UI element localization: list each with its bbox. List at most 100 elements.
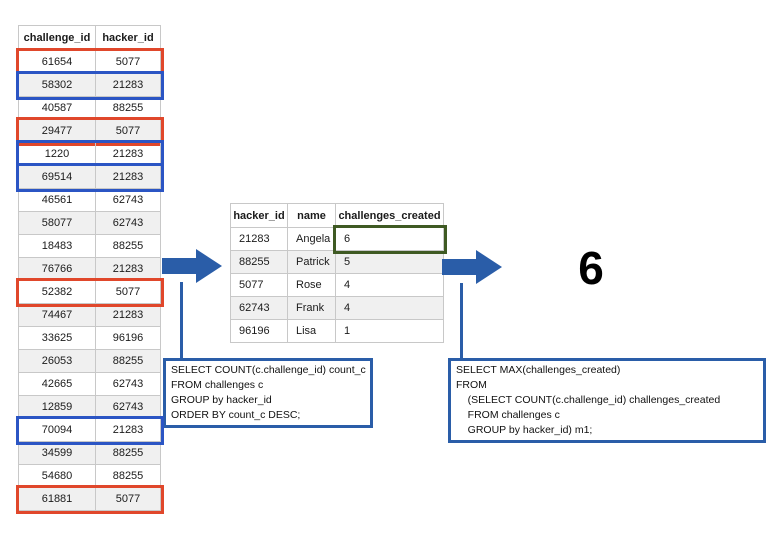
table-cell: Rose (288, 274, 336, 297)
table-cell: 62743 (96, 373, 161, 396)
table-cell: 5 (336, 251, 444, 274)
table-cell: 21283 (96, 304, 161, 327)
column-header: challenge_id (19, 26, 96, 51)
table-cell: Angela (288, 228, 336, 251)
table-cell: 58077 (19, 212, 96, 235)
table-cell: 69514 (19, 166, 96, 189)
table-cell: 88255 (96, 465, 161, 488)
table-cell: 5077 (96, 51, 161, 74)
table-cell: 6 (333, 225, 447, 254)
table-cell: 21283 (96, 143, 161, 166)
table-cell: 74467 (19, 304, 96, 327)
table-cell: 58302 (19, 74, 96, 97)
table-cell: 33625 (19, 327, 96, 350)
table-cell: 5077 (96, 281, 161, 304)
table-cell: 61654 (19, 51, 96, 74)
sql-code-line: GROUP by hacker_id) m1; (456, 424, 593, 436)
table-cell: Frank (288, 297, 336, 320)
table-cell: 62743 (231, 297, 288, 320)
sql-code-line: FROM challenges c (456, 409, 560, 421)
table-cell: 1 (336, 320, 444, 343)
table-cell: 21283 (231, 228, 288, 251)
flow-arrow-icon (162, 249, 222, 283)
column-header: hacker_id (96, 26, 161, 51)
table-cell: 88255 (96, 235, 161, 258)
table-cell: 21283 (96, 419, 161, 442)
table-cell: 21283 (96, 74, 161, 97)
sql-code-line: SELECT MAX(challenges_created) (456, 364, 621, 376)
table-cell: 1220 (19, 143, 96, 166)
sql-code-line: ORDER BY count_c DESC; (171, 409, 301, 421)
column-header: name (288, 204, 336, 228)
table-cell: 70094 (19, 419, 96, 442)
table-cell: 61881 (19, 488, 96, 511)
connector-line (460, 283, 463, 358)
table-cell: 18483 (19, 235, 96, 258)
table-cell: 88255 (96, 442, 161, 465)
table-cell: 62743 (96, 212, 161, 235)
flow-arrow-icon (442, 250, 502, 284)
table-cell: 26053 (19, 350, 96, 373)
table-cell: 62743 (96, 189, 161, 212)
table-cell: 34599 (19, 442, 96, 465)
table-cell: 21283 (96, 166, 161, 189)
table-cell: 88255 (96, 97, 161, 120)
table-cell: 40587 (19, 97, 96, 120)
sql-code-line: GROUP by hacker_id (171, 394, 272, 406)
table-cell: 88255 (96, 350, 161, 373)
table-cell: 12859 (19, 396, 96, 419)
table-cell: 96196 (231, 320, 288, 343)
sql-code-line: FROM (456, 379, 487, 391)
table-cell: 4 (336, 274, 444, 297)
sql-code-line: SELECT COUNT(c.challenge_id) count_c (171, 364, 366, 376)
sql-code-line: FROM challenges c (171, 379, 264, 391)
table-cell: 76766 (19, 258, 96, 281)
column-header: challenges_created (336, 204, 444, 228)
sql-code-line: (SELECT COUNT(c.challenge_id) challenges… (456, 394, 721, 406)
sql-query-box-max: SELECT MAX(challenges_created) FROM (SELE… (448, 358, 766, 443)
table-cell: 5077 (96, 488, 161, 511)
connector-line (180, 282, 183, 358)
table-cell: 42665 (19, 373, 96, 396)
table-cell: 5077 (231, 274, 288, 297)
table-cell: 21283 (96, 258, 161, 281)
column-header: hacker_id (231, 204, 288, 228)
table-cell: Patrick (288, 251, 336, 274)
table-cell: 4 (336, 297, 444, 320)
table-cell: 29477 (19, 120, 96, 143)
table-cell: 88255 (231, 251, 288, 274)
table-cell: 52382 (19, 281, 96, 304)
result-value: 6 (578, 242, 604, 294)
table-cell: Lisa (288, 320, 336, 343)
table-cell: 5077 (96, 120, 161, 143)
